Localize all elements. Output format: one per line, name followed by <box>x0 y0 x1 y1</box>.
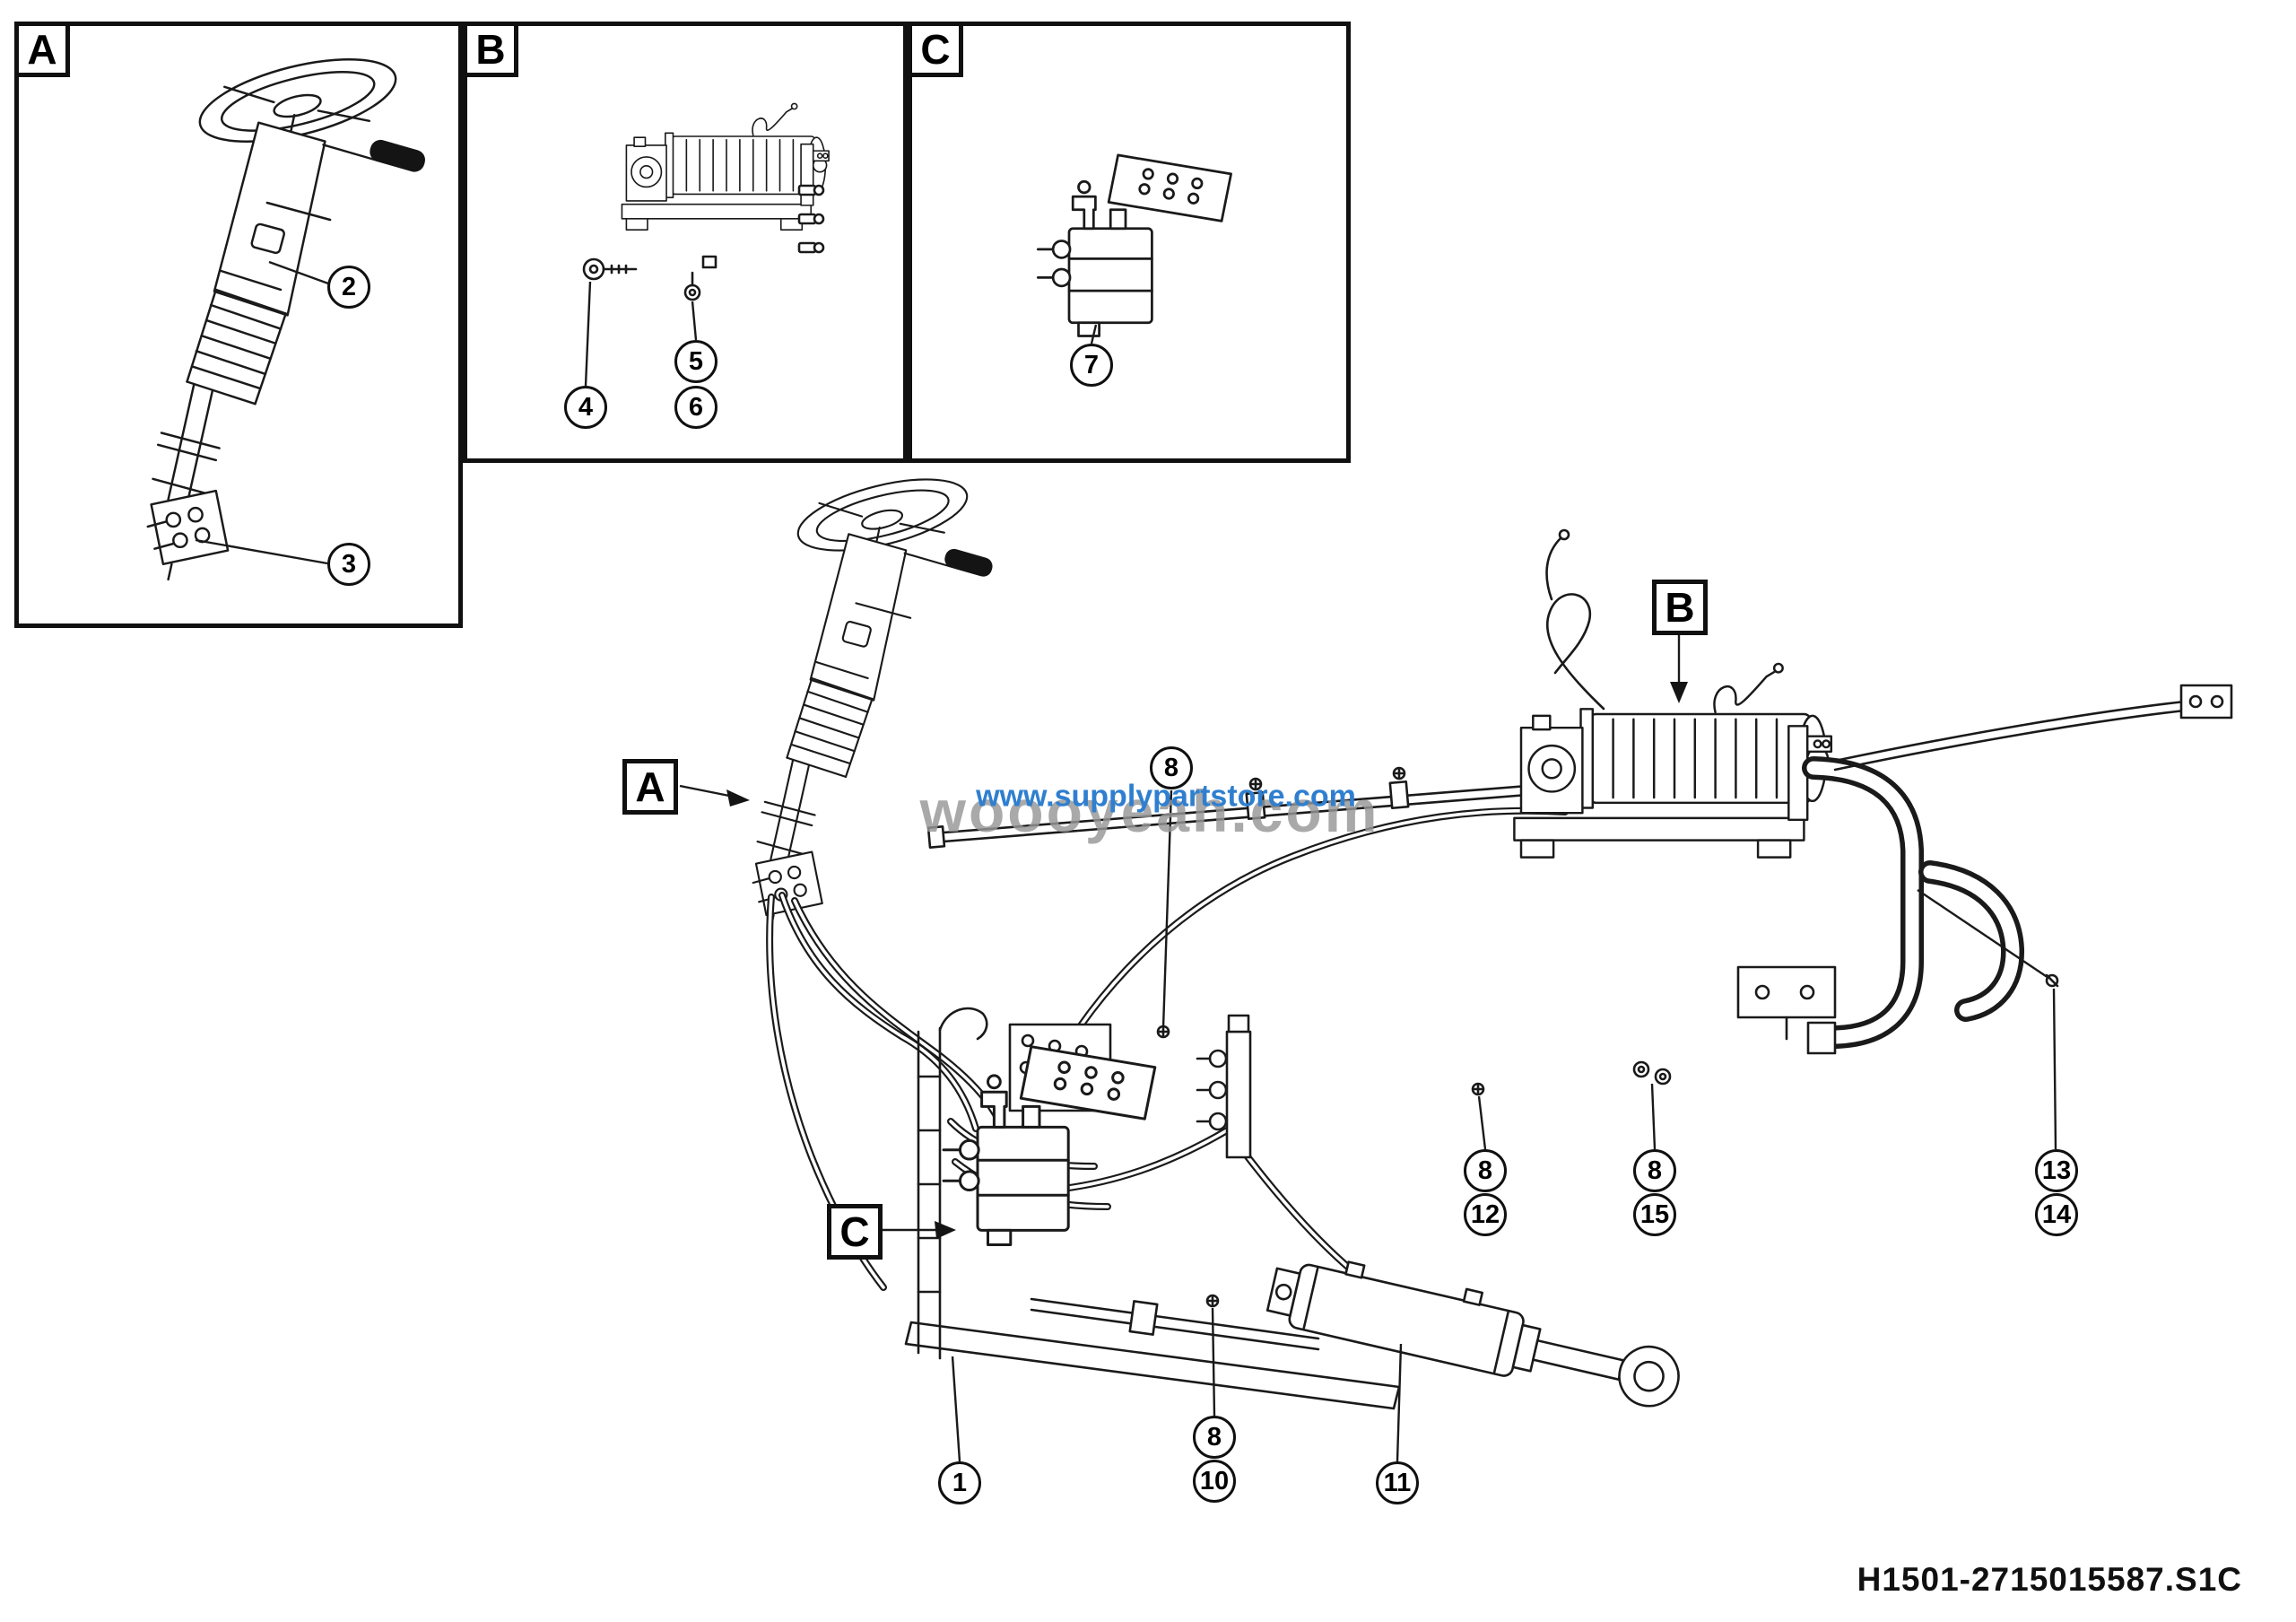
callout-3: 3 <box>327 543 370 586</box>
callout-15: 15 <box>1633 1193 1676 1236</box>
hydraulic-steering-cylinder <box>1265 1260 1680 1408</box>
callout-8-bottom: 8 <box>1193 1416 1236 1459</box>
loose-fasteners-main <box>1156 973 2059 1096</box>
power-pack-assembly-inset <box>621 102 830 231</box>
power-pack-assembly-main <box>1513 662 1833 859</box>
callout-8-mid: 8 <box>1464 1149 1507 1192</box>
callout-leader-lines <box>195 260 2057 1462</box>
watermark-secondary: www.supplypartstore.com <box>976 779 1356 814</box>
pointer-label-c: C <box>827 1204 883 1260</box>
callout-6: 6 <box>674 386 718 429</box>
callout-12: 12 <box>1464 1193 1507 1236</box>
inset-label-b: B <box>463 22 518 77</box>
callout-2: 2 <box>327 266 370 309</box>
callout-4: 4 <box>564 386 607 429</box>
callout-8-right: 8 <box>1633 1149 1676 1192</box>
callout-7: 7 <box>1070 344 1113 387</box>
watermark-primary: woooyeah.com <box>919 778 1380 844</box>
pump-wiring-loop <box>1545 528 1605 711</box>
frame-rails <box>904 1007 1401 1410</box>
pointer-label-a: A <box>622 759 678 815</box>
hose-junction-manifold <box>1196 1014 1252 1159</box>
inset-b-loose-hardware <box>582 184 825 301</box>
callout-10: 10 <box>1193 1460 1236 1503</box>
callout-13: 13 <box>2035 1149 2078 1192</box>
callout-14: 14 <box>2035 1193 2078 1236</box>
callout-8-top: 8 <box>1150 746 1193 789</box>
section-pointer-arrows <box>679 635 1688 1239</box>
steering-valve-assembly-main <box>942 1045 1157 1246</box>
pointer-label-b: B <box>1652 580 1708 635</box>
steering-column-assembly-inset <box>146 41 429 581</box>
steel-steering-tube <box>926 766 1563 849</box>
suction-pipes <box>1736 684 2233 1055</box>
inset-label-c: C <box>908 22 963 77</box>
steering-column-assembly-main <box>752 464 996 929</box>
callout-1: 1 <box>938 1461 981 1504</box>
steering-valve-assembly-inset <box>1036 153 1232 337</box>
drawing-part-code: H1501-2715015587.S1C <box>1857 1561 2242 1598</box>
inset-label-a: A <box>14 22 70 77</box>
callout-5: 5 <box>674 340 718 383</box>
callout-11: 11 <box>1376 1461 1419 1504</box>
